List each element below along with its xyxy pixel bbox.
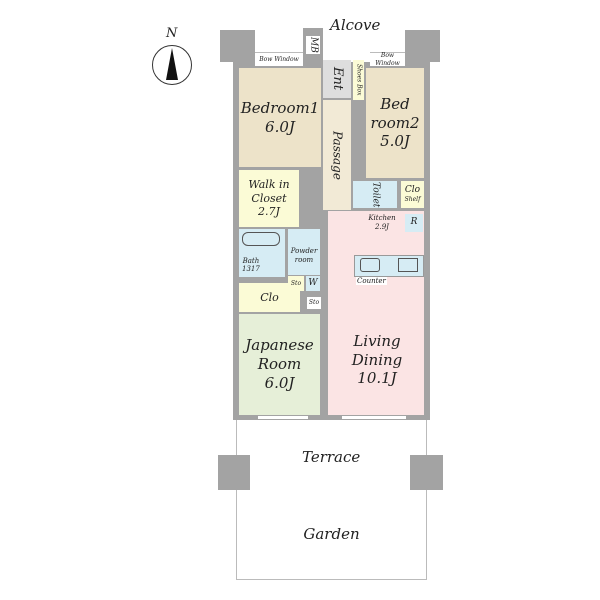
bow-window-right: Bow Window xyxy=(370,52,405,67)
powder-label-1: Powder xyxy=(290,247,318,255)
terrace-label: Terrace xyxy=(302,448,361,466)
bedroom1-size: 6.0J xyxy=(265,117,295,136)
counter-label: Counter xyxy=(356,277,387,285)
alcove-label: Alcove xyxy=(330,16,381,34)
pillar-top-left xyxy=(220,30,255,62)
japanese-size: 6.0J xyxy=(264,373,295,392)
bath-label: Bath xyxy=(242,256,260,265)
passage-label: Passage xyxy=(330,130,345,180)
bedroom2-name-2: room2 xyxy=(370,113,420,132)
walkin-label-2: Closet xyxy=(251,191,287,205)
living-dining xyxy=(328,211,424,415)
storage-2: Sto xyxy=(307,297,321,309)
shelf-label: Shelf xyxy=(404,196,421,204)
powder-label-2: room xyxy=(294,255,314,264)
garden: Garden xyxy=(236,490,427,580)
north-arrow-icon xyxy=(166,48,178,80)
north-compass xyxy=(152,45,192,85)
pillar-bottom-left xyxy=(218,455,250,490)
shoes-box-label: Shoes Box xyxy=(355,64,363,96)
japanese-label-2: Room xyxy=(257,355,302,374)
pillar-bottom-right xyxy=(410,455,443,490)
toilet: Toilet xyxy=(353,181,397,208)
bath-size: 1317 xyxy=(242,265,260,274)
refrigerator: R xyxy=(405,214,423,232)
living-label-2: Dining xyxy=(351,350,403,369)
living-size: 10.1J xyxy=(357,369,397,388)
living-label-1: Living xyxy=(353,331,401,350)
walkin-label-1: Walk in xyxy=(248,177,290,191)
sink-icon xyxy=(360,258,380,272)
window-living xyxy=(342,416,406,419)
japanese-label-1: Japanese xyxy=(245,336,314,355)
meter-box-label: MB xyxy=(306,36,320,54)
washer-space: W xyxy=(306,276,320,291)
bathtub-icon xyxy=(242,232,280,246)
passage: Passage xyxy=(323,100,351,210)
bedroom1-name: Bedroom1 xyxy=(240,98,320,117)
meter-box: MB xyxy=(303,28,323,62)
entrance: Ent xyxy=(323,60,351,98)
closet-right-label: Clo xyxy=(404,185,421,196)
kitchen-size: 2.9J xyxy=(375,223,389,231)
bedroom2-size: 5.0J xyxy=(380,132,410,151)
pillar-top-right xyxy=(405,30,440,62)
entrance-label: Ent xyxy=(330,67,346,91)
shoes-box: Shoes Box xyxy=(353,60,364,100)
kitchen-name: Kitchen xyxy=(368,214,396,223)
bedroom2-name-1: Bed xyxy=(380,94,410,113)
compass-label: N xyxy=(166,26,178,41)
window-japanese xyxy=(258,416,308,419)
walkin-size: 2.7J xyxy=(258,205,280,219)
stove-icon xyxy=(398,258,418,272)
bow-window-left: Bow Window xyxy=(255,52,303,66)
storage-1: Sto xyxy=(288,276,304,291)
toilet-label: Toilet xyxy=(370,181,381,208)
